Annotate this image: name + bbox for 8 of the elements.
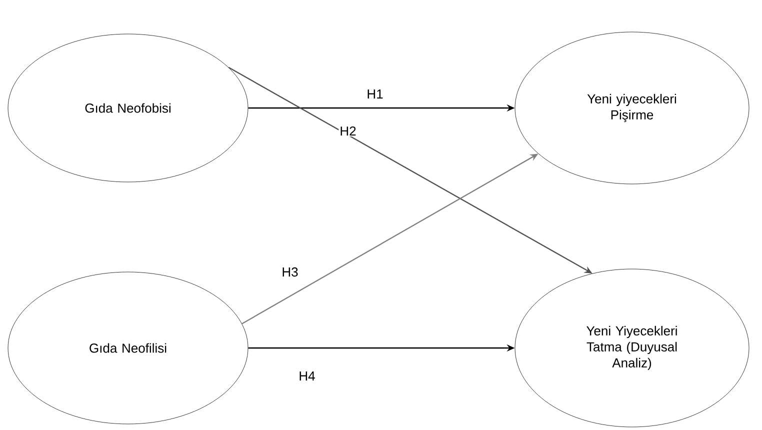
edge-label: H4 [298, 370, 316, 382]
ellipse-node: Gıda Neofilisi [8, 272, 248, 424]
edge-label: H2 [338, 125, 358, 137]
ellipse-node: Gıda Neofobisi [8, 34, 248, 182]
edge-label: H3 [280, 266, 300, 278]
ellipse-node: Yeni Yiyecekleri Tatma (Duyusal Analiz) [514, 268, 750, 428]
edge-label: H1 [366, 88, 384, 100]
ellipse-node: Yeni yiyecekleri Pişirme [514, 32, 750, 184]
